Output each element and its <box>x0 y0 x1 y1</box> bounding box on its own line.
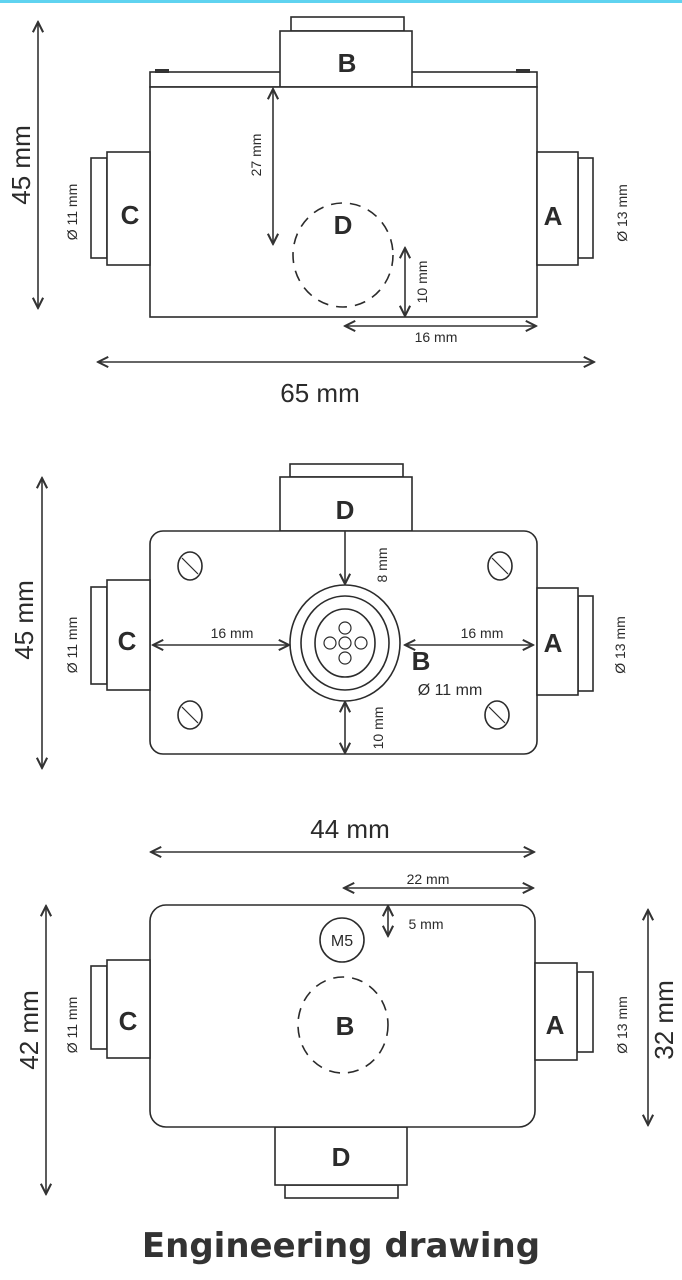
port-b-body <box>279 30 413 88</box>
screw-icon <box>487 551 513 581</box>
drawing-title: Engineering drawing <box>142 1226 540 1266</box>
port-label-d: D <box>332 1142 351 1172</box>
dim-label-16: 16 mm <box>415 329 458 345</box>
port-c-cap <box>90 157 108 259</box>
port-a-cap <box>577 595 594 692</box>
port-c-cap <box>90 586 108 685</box>
diameter-label-a: Ø 13 mm <box>612 616 628 674</box>
dim-label-32: 32 mm <box>649 980 679 1059</box>
port-a-cap <box>576 971 594 1053</box>
port-c-body <box>106 959 151 1059</box>
screw-icon <box>177 551 203 581</box>
dim-label-8: 8 mm <box>374 548 390 583</box>
diameter-label-a: Ø 13 mm <box>614 184 630 242</box>
top-accent-bar <box>0 0 682 3</box>
rail-clip <box>155 69 169 73</box>
port-c-body <box>106 151 151 266</box>
diameter-label-b: Ø 11 mm <box>418 682 483 699</box>
dim-label-height: 45 mm <box>6 125 36 204</box>
mount-label: M5 <box>331 933 353 950</box>
port-d-cap <box>289 463 404 478</box>
dim-label-width: 44 mm <box>310 814 389 844</box>
port-label-b: B <box>338 48 357 78</box>
port-label-c: C <box>121 200 140 230</box>
port-label-d: D <box>336 495 355 525</box>
front-view: D C A B Ø 11 mm 8 mm 10 mm 16 mm 16 mm 4… <box>9 463 628 768</box>
dim-label-16-right: 16 mm <box>461 625 504 641</box>
dim-label-10: 10 mm <box>370 707 386 750</box>
m5-mount-hole <box>319 917 365 963</box>
port-label-a: A <box>544 628 563 658</box>
port-d-body <box>274 1126 408 1186</box>
housing-body <box>149 86 538 318</box>
dim-label-27: 27 mm <box>248 134 264 177</box>
dim-label-22: 22 mm <box>407 871 450 887</box>
hidden-port-d-outline <box>292 202 394 308</box>
diameter-label-c: Ø 11 mm <box>64 617 80 674</box>
dim-label-16-left: 16 mm <box>211 625 254 641</box>
port-label-b: B <box>336 1011 355 1041</box>
dim-label-height: 45 mm <box>9 580 39 659</box>
port-label-a: A <box>544 201 563 231</box>
diameter-label-c: Ø 11 mm <box>64 997 80 1054</box>
dim-label-5: 5 mm <box>409 916 444 932</box>
diameter-label-c: Ø 11 mm <box>64 184 80 241</box>
port-a-body <box>534 962 578 1061</box>
port-c-cap <box>90 965 108 1050</box>
port-label-c: C <box>118 626 137 656</box>
dim-label-10: 10 mm <box>414 261 430 304</box>
diameter-label-a: Ø 13 mm <box>614 996 630 1054</box>
port-b-cap <box>290 16 405 32</box>
port-a-cap <box>577 157 594 259</box>
side-view: B C A D 27 mm 10 mm 16 mm 65 mm 45 mm Ø … <box>6 16 630 408</box>
port-d-cap <box>284 1184 399 1199</box>
connector-b-face-icon <box>289 584 401 702</box>
port-c-body <box>106 579 151 691</box>
hidden-port-b-outline <box>297 976 389 1074</box>
port-label-b: B <box>412 646 431 676</box>
port-label-a: A <box>546 1010 565 1040</box>
port-a-body <box>536 587 579 696</box>
port-label-c: C <box>119 1006 138 1036</box>
rail-clip <box>516 69 530 73</box>
dim-label-width: 65 mm <box>280 378 359 408</box>
port-a-body <box>536 151 579 266</box>
dim-label-42: 42 mm <box>14 990 44 1069</box>
port-label-d: D <box>334 210 353 240</box>
screw-icon <box>484 700 510 730</box>
back-view: M5 B C A D 44 mm 22 mm 5 mm 42 mm 32 mm … <box>14 814 679 1199</box>
screw-icon <box>177 700 203 730</box>
